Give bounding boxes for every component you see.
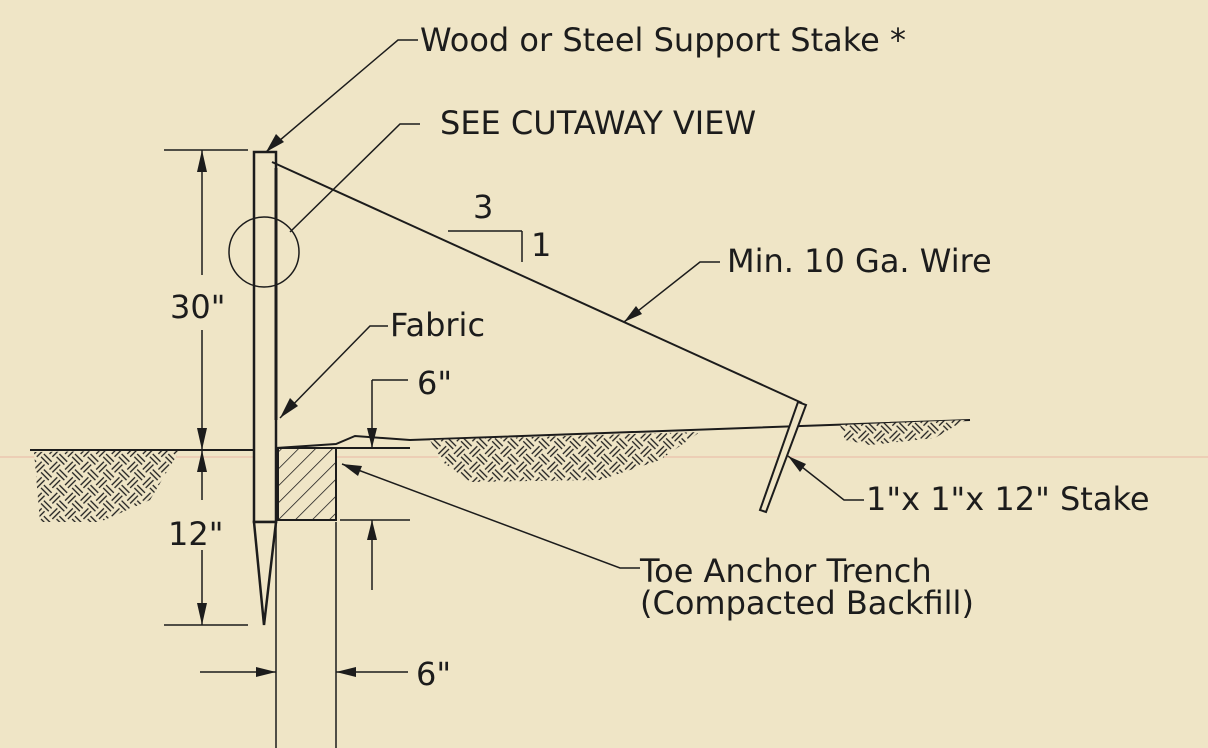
- slope-indicator: [448, 230, 523, 262]
- support-stake: [252, 150, 278, 626]
- support-wire: [271, 161, 803, 404]
- trench-depth-label: 6": [417, 364, 452, 402]
- small-stake: [758, 400, 808, 514]
- cutaway-circle: [228, 216, 300, 288]
- trench-width-label: 6": [416, 655, 451, 693]
- slope-rise-label: 1: [531, 226, 551, 264]
- ground-right: [275, 419, 971, 482]
- ground-left: [30, 449, 258, 522]
- cutaway-callout: SEE CUTAWAY VIEW: [440, 104, 756, 142]
- slope-run-label: 3: [473, 188, 493, 226]
- trench-callout-line1: Toe Anchor Trench: [639, 552, 932, 590]
- leader-lines: [265, 39, 864, 569]
- small-stake-callout: 1"x 1"x 12" Stake: [866, 480, 1150, 518]
- trench-width-dimension: [200, 522, 408, 748]
- fabric-callout: Fabric: [390, 306, 485, 344]
- height-dimension: [164, 149, 248, 626]
- wire-callout: Min. 10 Ga. Wire: [727, 242, 992, 280]
- stake-callout: Wood or Steel Support Stake *: [420, 21, 906, 59]
- toe-anchor-trench: [277, 447, 410, 521]
- height-below-label: 12": [168, 515, 223, 553]
- height-above-label: 30": [170, 288, 225, 326]
- trench-depth-dimension: [340, 379, 410, 590]
- trench-callout-line2: (Compacted Backfill): [640, 584, 974, 622]
